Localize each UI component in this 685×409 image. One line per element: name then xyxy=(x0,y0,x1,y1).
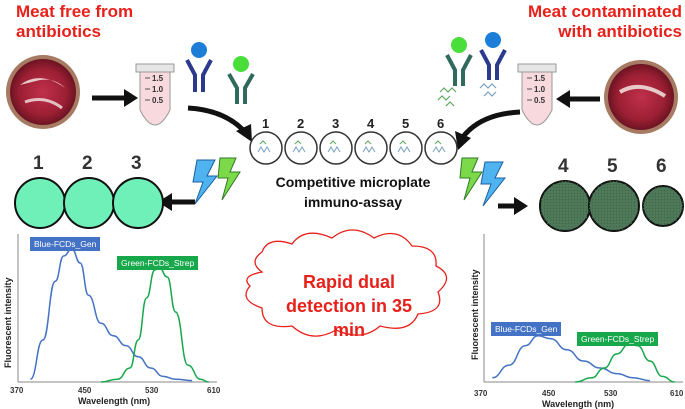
tube-right-tick-2: 1.0 xyxy=(534,85,546,94)
result-right-number-4: 4 xyxy=(558,156,569,177)
well-number-4: 4 xyxy=(367,116,375,131)
result-wells-right xyxy=(539,180,684,232)
antibody-blue-bound-icon xyxy=(479,32,507,97)
tube-left-tick-3: 0.5 xyxy=(152,96,164,105)
chartL-series-0 xyxy=(29,248,193,382)
chartL-series-1 xyxy=(100,266,209,383)
left-ylabel: Fluorescent intensity xyxy=(3,277,13,368)
right-ylabel: Fluorescent intensity xyxy=(470,269,480,360)
result-left-number-1: 1 xyxy=(33,153,44,174)
result-left-number-3: 3 xyxy=(131,153,142,174)
left-xtick-530: 530 xyxy=(145,386,159,395)
tube-left-tick-1: 1.5 xyxy=(152,74,164,83)
right-title: Meat contaminated with antibiotics xyxy=(528,2,682,41)
tube-right-tick-3: 0.5 xyxy=(534,96,546,105)
well-number-2: 2 xyxy=(297,116,305,131)
right-xtick-370: 370 xyxy=(474,389,488,398)
well-number-3: 3 xyxy=(332,116,340,131)
meat-right-image xyxy=(604,60,678,134)
right-legend-green: Green-FCDs_Strep xyxy=(577,332,659,346)
antibody-green-bound-icon xyxy=(437,37,473,107)
tube-left-tick-2: 1.0 xyxy=(152,85,164,94)
well-number-6: 6 xyxy=(437,116,445,131)
right-xtick-610: 610 xyxy=(670,389,684,398)
curved-arrow-right xyxy=(460,109,521,140)
right-xtick-530: 530 xyxy=(604,389,618,398)
antibody-green-icon xyxy=(227,56,255,104)
left-xlabel: Wavelength (nm) xyxy=(78,396,150,406)
left-legend-green: Green-FCDs_Strep xyxy=(117,256,199,270)
left-xtick-370: 370 xyxy=(10,386,24,395)
well-number-1: 1 xyxy=(262,116,270,131)
microplate-wells xyxy=(249,131,458,165)
right-xlabel: Wavelength (nm) xyxy=(542,399,614,409)
cloud-text: Rapid dual detection in 35 min xyxy=(285,272,413,340)
left-xtick-450: 450 xyxy=(78,386,92,395)
tube-right-tick-1: 1.5 xyxy=(534,74,546,83)
left-title: Meat free from antibiotics xyxy=(16,2,134,41)
result-right-number-5: 5 xyxy=(607,156,618,177)
cloud-shape xyxy=(245,229,448,337)
left-legend-blue: Blue-FCDs_Gen xyxy=(30,237,101,251)
tube-left-icon xyxy=(135,63,175,126)
result-wells-left xyxy=(14,177,164,229)
result-right-number-6: 6 xyxy=(656,156,667,177)
tube-right-icon xyxy=(517,63,557,126)
assay-label: Competitive microplate immuno-assay xyxy=(275,174,431,210)
right-xtick-450: 450 xyxy=(542,389,556,398)
lightning-left-icon xyxy=(192,157,241,205)
curved-arrow-left xyxy=(187,105,247,134)
antibody-blue-icon xyxy=(185,42,213,92)
right-legend-blue: Blue-FCDs_Gen xyxy=(491,322,562,336)
result-left-number-2: 2 xyxy=(82,153,93,174)
lightning-right-icon xyxy=(459,157,507,207)
meat-left-image xyxy=(6,55,80,129)
left-xtick-610: 610 xyxy=(207,386,221,395)
chartR-series-0 xyxy=(492,335,650,382)
well-number-5: 5 xyxy=(402,116,410,131)
